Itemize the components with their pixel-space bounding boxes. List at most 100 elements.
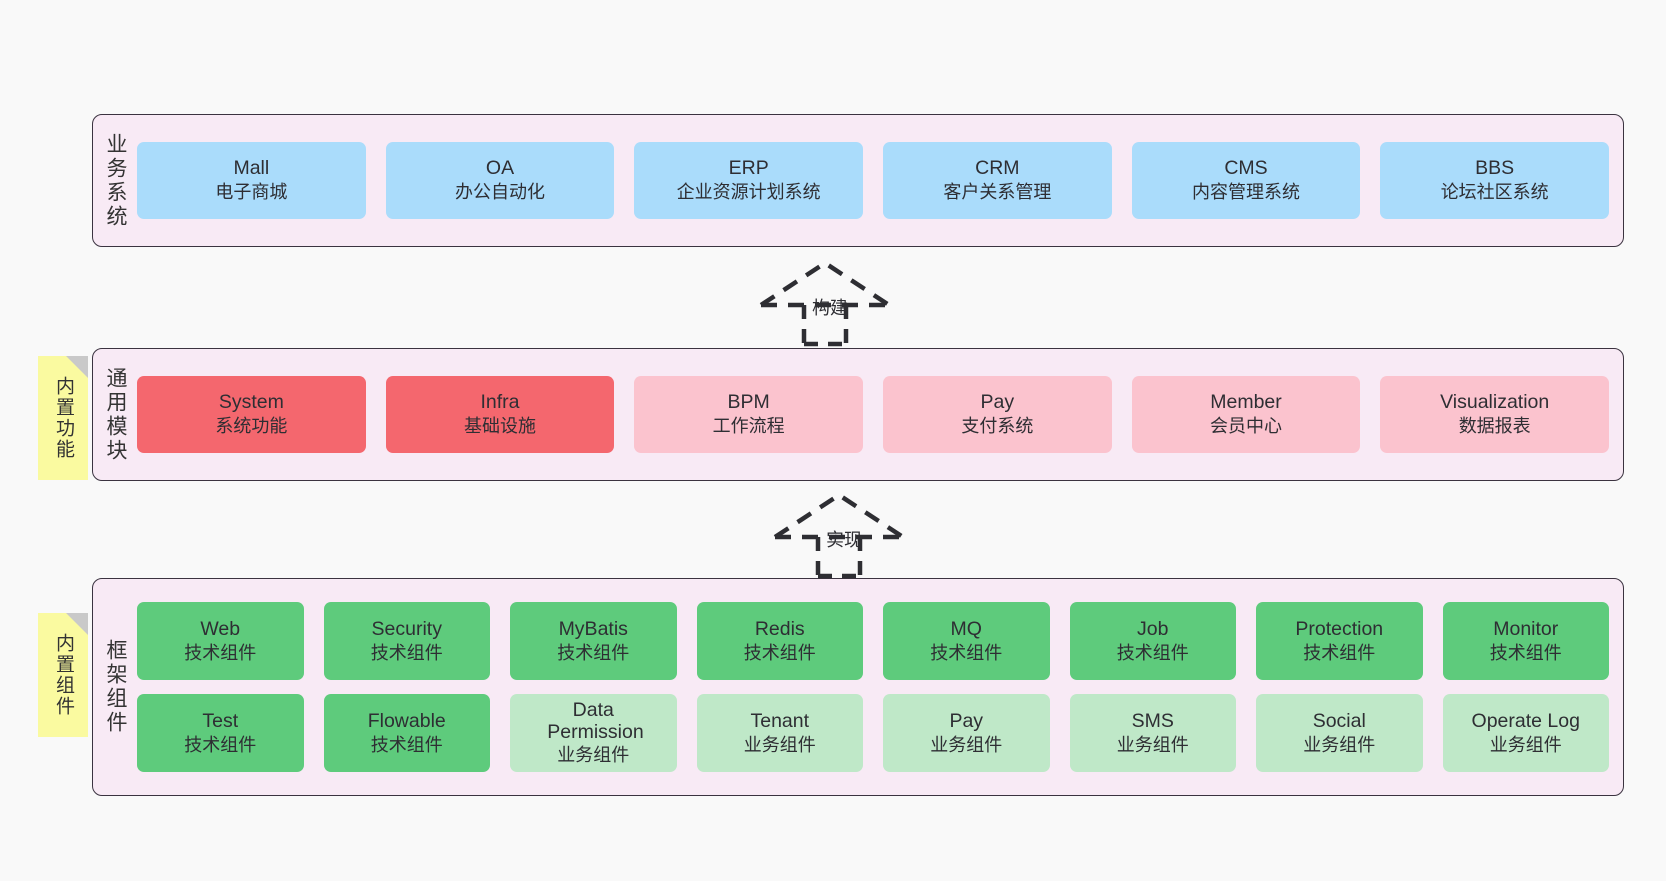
- node-subtitle: 技术组件: [743, 642, 816, 663]
- node-subtitle: 业务组件: [1116, 734, 1189, 755]
- node-crm[interactable]: CRM 客户关系管理: [883, 142, 1112, 219]
- node-subtitle: 会员中心: [1210, 416, 1283, 437]
- node-title: BPM: [727, 391, 770, 414]
- node-sms[interactable]: SMS 业务组件: [1069, 694, 1236, 772]
- node-subtitle: 技术组件: [1303, 642, 1376, 663]
- layer-body-common-module: System 系统功能 Infra 基础设施 BPM 工作流程 Pay 支付系统…: [137, 349, 1623, 480]
- node-oa[interactable]: OA 办公自动化: [385, 142, 615, 219]
- node-subtitle: 内容管理系统: [1192, 182, 1301, 203]
- layer-body-framework-component: Web 技术组件 Security 技术组件 MyBatis 技术组件 Redi…: [137, 579, 1623, 795]
- node-subtitle: 客户关系管理: [943, 182, 1052, 203]
- layer-business-system: 业务系统 Mall 电子商城 OA 办公自动化 ERP 企业资源计划系统 CRM…: [92, 114, 1624, 247]
- node-row: Test 技术组件 Flowable 技术组件 Data Permission …: [137, 694, 1609, 772]
- node-bbs[interactable]: BBS 论坛社区系统: [1380, 142, 1610, 219]
- node-monitor[interactable]: Monitor 技术组件: [1442, 602, 1609, 680]
- node-infra[interactable]: Infra 基础设施: [385, 376, 615, 453]
- node-title: Protection: [1295, 617, 1384, 640]
- node-row: Mall 电子商城 OA 办公自动化 ERP 企业资源计划系统 CRM 客户关系…: [137, 142, 1610, 219]
- node-title: Flowable: [367, 709, 446, 732]
- node-mq[interactable]: MQ 技术组件: [883, 602, 1050, 680]
- node-visualization[interactable]: Visualization 数据报表: [1380, 376, 1610, 453]
- node-title: Data Permission: [547, 698, 644, 744]
- layer-framework-component: 框架组件 Web 技术组件 Security 技术组件 MyBatis 技术组件…: [92, 578, 1624, 796]
- node-subtitle: 业务组件: [557, 744, 630, 765]
- folded-corner-icon: [66, 613, 88, 635]
- node-redis[interactable]: Redis 技术组件: [696, 602, 863, 680]
- node-system[interactable]: System 系统功能: [137, 376, 366, 453]
- sticky-note-builtin-function: 内置功能: [38, 356, 88, 480]
- node-title: SMS: [1131, 709, 1174, 732]
- node-web[interactable]: Web 技术组件: [137, 602, 304, 680]
- node-subtitle: 基础设施: [464, 416, 536, 437]
- node-subtitle: 技术组件: [557, 642, 630, 663]
- node-mybatis[interactable]: MyBatis 技术组件: [510, 602, 677, 680]
- node-title: CMS: [1224, 157, 1268, 180]
- layer-title-common-module: 通用模块: [104, 366, 128, 463]
- node-title: Infra: [480, 391, 520, 414]
- node-subtitle: 技术组件: [370, 642, 443, 663]
- node-member[interactable]: Member 会员中心: [1131, 376, 1361, 453]
- generalization-arrow-icon: [773, 492, 905, 579]
- connector-implement-label: 实现: [826, 530, 862, 550]
- layer-title-framework-component: 框架组件: [104, 639, 128, 735]
- node-title: Monitor: [1493, 617, 1559, 640]
- node-title: Social: [1312, 709, 1366, 732]
- node-title: Visualization: [1440, 391, 1550, 414]
- layer-common-module: 通用模块 System 系统功能 Infra 基础设施 BPM 工作流程 Pay…: [92, 348, 1624, 481]
- node-tenant[interactable]: Tenant 业务组件: [696, 694, 863, 772]
- node-subtitle: 技术组件: [1489, 642, 1562, 663]
- node-subtitle: 技术组件: [184, 734, 257, 755]
- node-protection[interactable]: Protection 技术组件: [1256, 602, 1423, 680]
- node-subtitle: 企业资源计划系统: [676, 182, 821, 203]
- node-subtitle: 业务组件: [1303, 734, 1376, 755]
- node-subtitle: 技术组件: [1116, 642, 1189, 663]
- node-subtitle: 电子商城: [215, 182, 288, 203]
- node-title: Redis: [754, 617, 805, 640]
- node-title: Pay: [980, 391, 1015, 414]
- node-data-permission[interactable]: Data Permission 业务组件: [510, 694, 677, 772]
- node-subtitle: 系统功能: [215, 416, 288, 437]
- sticky-note-builtin-component: 内置组件: [38, 613, 88, 737]
- node-flowable[interactable]: Flowable 技术组件: [323, 694, 490, 772]
- node-social[interactable]: Social 业务组件: [1256, 694, 1423, 772]
- layer-title-business-system: 业务系统: [104, 132, 128, 229]
- connector-build: 构建: [756, 258, 904, 347]
- node-title: Test: [202, 709, 239, 732]
- node-subtitle: 技术组件: [930, 642, 1003, 663]
- node-pay[interactable]: Pay 支付系统: [883, 376, 1112, 453]
- node-subtitle: 支付系统: [961, 416, 1034, 437]
- connector-implement: 实现: [770, 490, 918, 579]
- node-subtitle: 数据报表: [1458, 416, 1531, 437]
- node-erp[interactable]: ERP 企业资源计划系统: [634, 142, 864, 219]
- sticky-note-label: 内置组件: [52, 633, 74, 717]
- node-test[interactable]: Test 技术组件: [137, 694, 304, 772]
- folded-corner-icon: [66, 356, 88, 378]
- node-pay-component[interactable]: Pay 业务组件: [883, 694, 1050, 772]
- node-title: Security: [371, 617, 442, 640]
- node-subtitle: 业务组件: [930, 734, 1003, 755]
- node-row: System 系统功能 Infra 基础设施 BPM 工作流程 Pay 支付系统…: [137, 376, 1610, 453]
- node-title: CRM: [975, 157, 1020, 180]
- node-title: Mall: [233, 157, 270, 180]
- sticky-note-label: 内置功能: [52, 376, 74, 460]
- node-title: MyBatis: [558, 617, 628, 640]
- node-title: Web: [200, 617, 241, 640]
- node-subtitle: 办公自动化: [455, 182, 545, 203]
- node-title: ERP: [728, 157, 769, 180]
- node-subtitle: 业务组件: [1489, 734, 1562, 755]
- node-title: MQ: [950, 617, 982, 640]
- node-subtitle: 技术组件: [184, 642, 257, 663]
- node-mall[interactable]: Mall 电子商城: [137, 142, 366, 219]
- node-bpm[interactable]: BPM 工作流程: [634, 376, 864, 453]
- node-title: Member: [1210, 391, 1282, 414]
- generalization-arrow-icon: [759, 260, 891, 347]
- node-job[interactable]: Job 技术组件: [1069, 602, 1236, 680]
- node-operate-log[interactable]: Operate Log 业务组件: [1442, 694, 1609, 772]
- layer-body-business-system: Mall 电子商城 OA 办公自动化 ERP 企业资源计划系统 CRM 客户关系…: [137, 115, 1623, 246]
- node-security[interactable]: Security 技术组件: [323, 602, 490, 680]
- node-cms[interactable]: CMS 内容管理系统: [1131, 142, 1361, 219]
- node-title: Tenant: [750, 709, 810, 732]
- node-row: Web 技术组件 Security 技术组件 MyBatis 技术组件 Redi…: [137, 602, 1609, 680]
- node-subtitle: 技术组件: [370, 734, 443, 755]
